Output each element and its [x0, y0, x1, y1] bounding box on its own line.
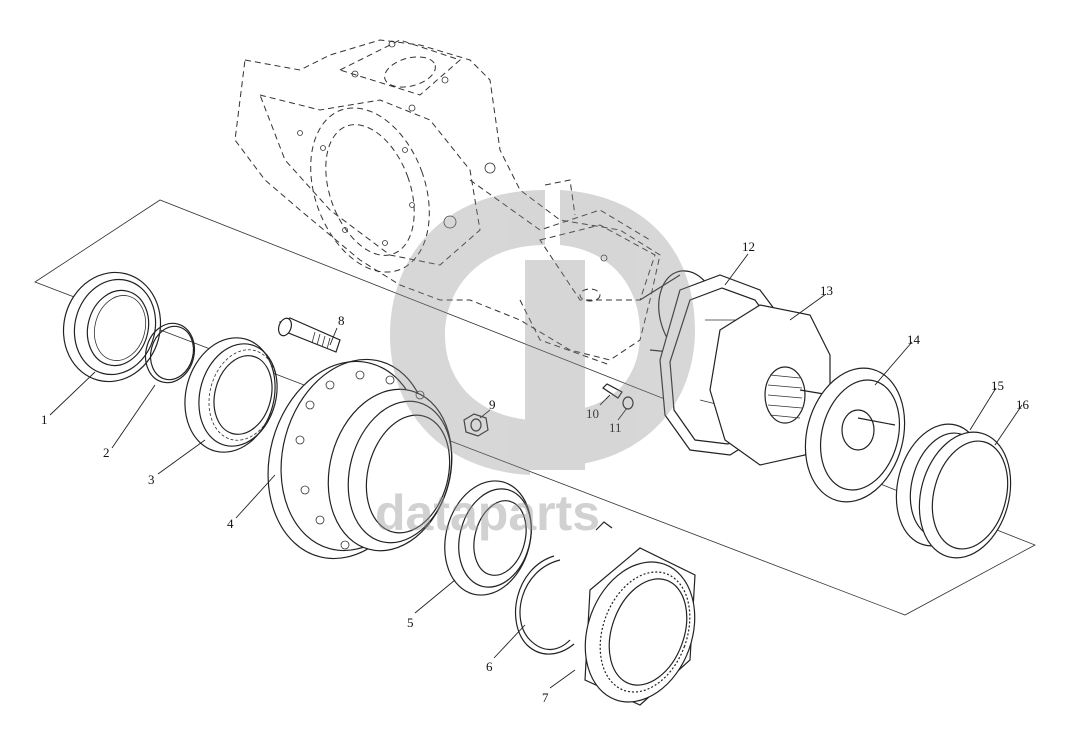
- part-9-nut: [463, 413, 489, 437]
- callout-16: 16: [1016, 397, 1030, 412]
- callout-2: 2: [103, 445, 110, 460]
- callout-3: 3: [148, 472, 155, 487]
- part-16-seal-ring: [918, 431, 1012, 559]
- callout-9: 9: [489, 397, 496, 412]
- part-2-o-ring: [144, 322, 196, 384]
- callout-10: 10: [586, 406, 599, 421]
- callout-7: 7: [542, 690, 549, 705]
- part-14-gear-disc: [804, 367, 906, 503]
- callout-15: 15: [991, 378, 1004, 393]
- part-10-bolt: [602, 383, 623, 399]
- part-1-oil-seal: [62, 271, 162, 383]
- part-3-roller-bearing: [184, 337, 278, 453]
- callout-labels: 1 2 3 4 5 6 7 8 9 10 11 12 13 14 15 16: [41, 239, 1030, 705]
- callout-14: 14: [907, 332, 921, 347]
- callout-6: 6: [486, 659, 493, 674]
- part-8-stud-bolt: [277, 317, 341, 353]
- callout-11: 11: [609, 420, 622, 435]
- callout-8: 8: [338, 313, 345, 328]
- part-7-ring-gear: [584, 547, 696, 706]
- exploded-view-frame: [34, 199, 1036, 616]
- part-11-washer: [622, 396, 634, 410]
- part-6-snap-ring: [514, 521, 613, 655]
- callout-4: 4: [227, 516, 234, 531]
- part-5-bearing: [444, 480, 532, 596]
- watermark-text: dataparts: [375, 485, 600, 541]
- callout-1: 1: [41, 412, 48, 427]
- part-4-wheel-hub: [267, 358, 453, 560]
- leader-lines: [49, 253, 1023, 689]
- callout-12: 12: [742, 239, 755, 254]
- part-13-planetary-carrier: [709, 304, 831, 466]
- watermark-logo: [390, 190, 695, 475]
- callout-5: 5: [407, 615, 414, 630]
- callout-13: 13: [820, 283, 833, 298]
